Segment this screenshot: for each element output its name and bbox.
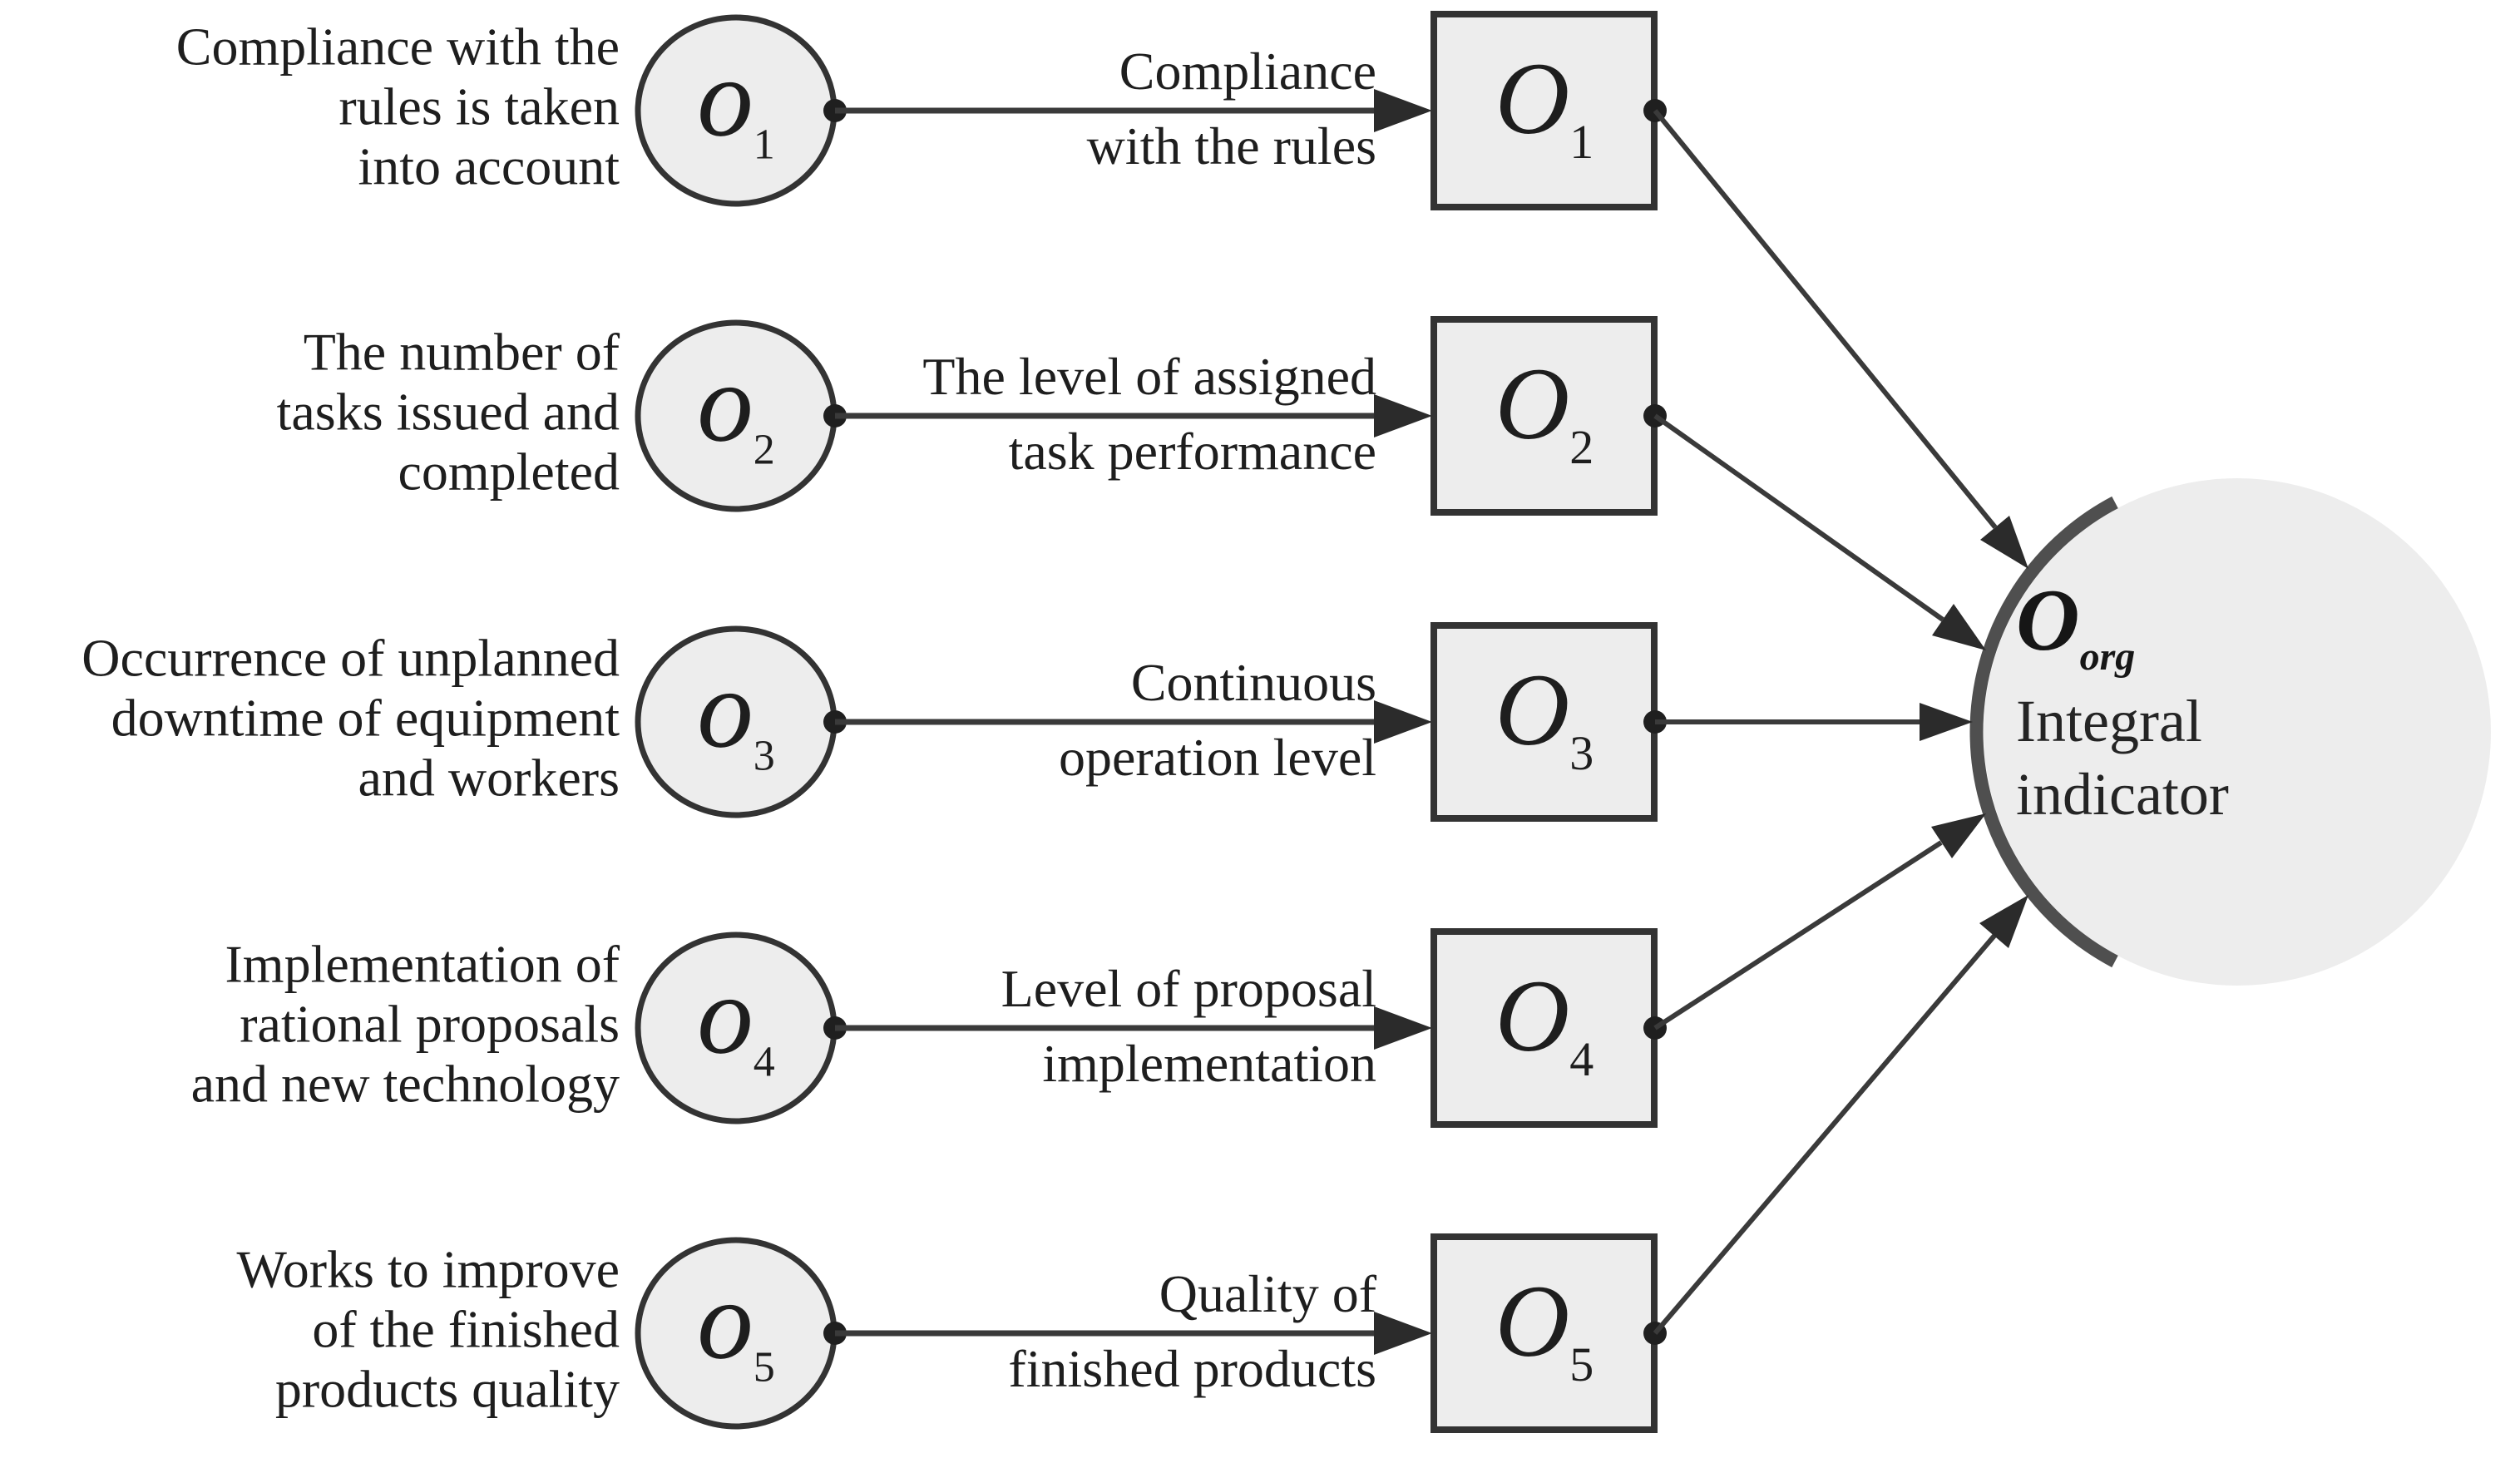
target-subscript: 1	[1569, 115, 1594, 170]
target-subscript: 2	[1569, 420, 1594, 475]
source-subscript: 5	[753, 1343, 775, 1391]
target-subscript: 4	[1569, 1032, 1594, 1087]
source-node-label-5: o5	[697, 1265, 775, 1390]
criterion-description-2: The number of tasks issued and completed	[276, 322, 620, 502]
edge-label-top-5: Quality of	[1159, 1264, 1376, 1323]
target-node-label-1: O1	[1495, 47, 1594, 166]
source-letter: o	[697, 341, 754, 466]
edge-arrowhead	[1374, 1006, 1432, 1050]
edge-label-top-2: The level of assigned	[922, 347, 1376, 406]
source-letter: o	[697, 647, 754, 772]
integral-link-arrowhead	[1931, 813, 1986, 858]
source-node-label-3: o3	[697, 654, 775, 778]
criterion-description-5: Works to improve of the finished product…	[236, 1239, 620, 1419]
target-subscript: 5	[1569, 1337, 1594, 1392]
integral-subscript: org	[2079, 635, 2136, 679]
integral-caption: Integral indicator	[2016, 688, 2229, 828]
criterion-description-3: Occurrence of unplanned downtime of equi…	[82, 628, 620, 808]
integral-link-line	[1653, 109, 1998, 529]
target-letter: O	[1495, 347, 1570, 462]
integral-symbol: Oorg	[2016, 576, 2135, 677]
source-subscript: 4	[753, 1038, 775, 1086]
integral-link-arrowhead	[1932, 604, 1986, 650]
source-subscript: 1	[753, 121, 775, 169]
edge-label-bottom-3: operation level	[1058, 728, 1376, 787]
edge-label-top-3: Continuous	[1130, 653, 1376, 712]
criterion-description-4: Implementation of rational proposals and…	[190, 934, 620, 1114]
integral-link-arrowhead	[1920, 703, 1973, 741]
indicator-square-5	[1430, 1233, 1658, 1433]
edge-label-bottom-1: with the rules	[1086, 116, 1376, 175]
source-letter: o	[697, 953, 754, 1078]
integral-letter: O	[2016, 571, 2080, 669]
edge-arrowhead	[1374, 394, 1432, 437]
edge-arrowhead	[1374, 700, 1432, 744]
source-node-label-4: o4	[697, 960, 775, 1085]
integral-link-line	[1653, 840, 1943, 1030]
source-node-label-2: o2	[697, 348, 775, 472]
target-node-label-4: O4	[1495, 965, 1594, 1084]
criterion-description-1: Compliance with the rules is taken into …	[175, 17, 620, 196]
target-letter: O	[1495, 42, 1570, 156]
target-letter: O	[1495, 1264, 1570, 1379]
target-node-label-3: O3	[1495, 659, 1594, 778]
edge-arrowhead	[1374, 89, 1432, 132]
integral-link-line	[1653, 413, 1944, 622]
source-subscript: 2	[753, 426, 775, 474]
target-node-label-5: O5	[1495, 1270, 1594, 1389]
source-subscript: 3	[753, 732, 775, 780]
edge-label-bottom-4: implementation	[1042, 1034, 1376, 1093]
edge-label-top-4: Level of proposal	[1001, 959, 1376, 1018]
edge-label-bottom-5: finished products	[1008, 1339, 1376, 1398]
edge-label-top-1: Compliance	[1119, 42, 1376, 101]
integral-arc	[1969, 496, 2118, 968]
edge-arrowhead	[1374, 1312, 1432, 1355]
integral-circle	[1984, 478, 2491, 986]
source-letter: o	[697, 1258, 754, 1383]
integral-link-arrowhead	[1980, 516, 2028, 569]
source-node-label-1: o1	[697, 42, 775, 167]
source-letter: o	[697, 36, 754, 161]
indicator-square-2	[1430, 316, 1658, 516]
integral-link-arrowhead	[1979, 895, 2028, 948]
target-node-label-2: O2	[1495, 353, 1594, 472]
indicator-square-4	[1430, 928, 1658, 1128]
integral-link-line	[1653, 934, 1997, 1335]
target-letter: O	[1495, 959, 1570, 1074]
target-subscript: 3	[1569, 726, 1594, 781]
target-letter: O	[1495, 653, 1570, 768]
edge-label-bottom-2: task performance	[1008, 422, 1376, 481]
indicator-square-3	[1430, 622, 1658, 822]
